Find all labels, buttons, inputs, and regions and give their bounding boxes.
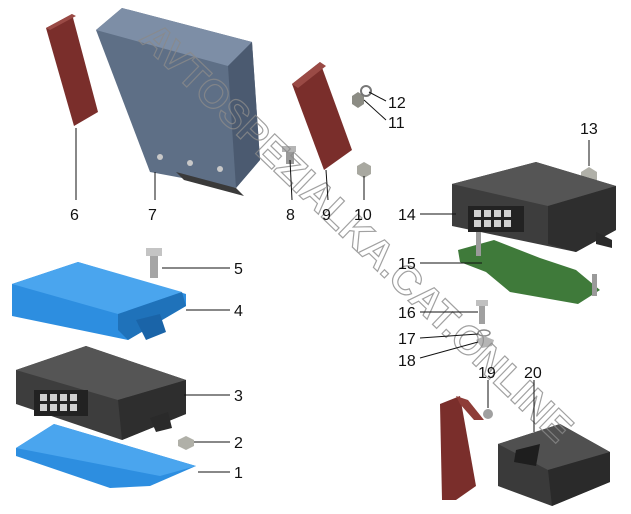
part-15-bracket[interactable] <box>458 232 600 304</box>
callout-17: 17 <box>398 331 416 348</box>
part-10-nut[interactable] <box>357 162 371 178</box>
callout-12: 12 <box>388 95 406 112</box>
callout-11: 11 <box>388 115 405 132</box>
callout-1: 1 <box>234 465 243 482</box>
leader-lines <box>75 91 590 473</box>
part-16-bolt[interactable] <box>476 300 488 324</box>
part-9-bracket[interactable] <box>292 62 352 170</box>
part-12-washer[interactable] <box>360 85 372 97</box>
part-14-control-box[interactable] <box>452 162 616 252</box>
callout-4: 4 <box>234 303 243 320</box>
callout-14: 14 <box>398 207 416 224</box>
callout-9: 9 <box>322 207 331 224</box>
callout-20: 20 <box>524 365 542 382</box>
part-2-nut[interactable] <box>178 436 194 450</box>
part-20-box[interactable] <box>498 424 610 506</box>
callout-3: 3 <box>234 388 243 405</box>
part-11-nut[interactable] <box>352 92 364 108</box>
part-1-plate[interactable] <box>16 424 196 488</box>
callout-10: 10 <box>354 207 372 224</box>
callout-2: 2 <box>234 435 243 452</box>
callout-7: 7 <box>148 207 157 224</box>
callout-15: 15 <box>398 256 416 273</box>
callout-6: 6 <box>70 207 79 224</box>
part-6-bracket[interactable] <box>46 14 98 126</box>
part-5-bolt[interactable] <box>146 248 162 278</box>
part-19-bracket[interactable] <box>440 396 493 500</box>
callout-18: 18 <box>398 353 416 370</box>
callout-16: 16 <box>398 305 416 322</box>
part-18-nut[interactable] <box>476 336 494 348</box>
part-8-bolt[interactable] <box>282 146 296 164</box>
callout-8: 8 <box>286 207 295 224</box>
part-3-control-box[interactable] <box>16 346 186 440</box>
callout-13: 13 <box>580 121 598 138</box>
part-7-ecu[interactable] <box>96 8 260 196</box>
callout-5: 5 <box>234 261 243 278</box>
part-4-cover[interactable] <box>12 262 186 340</box>
callout-19: 19 <box>478 365 496 382</box>
